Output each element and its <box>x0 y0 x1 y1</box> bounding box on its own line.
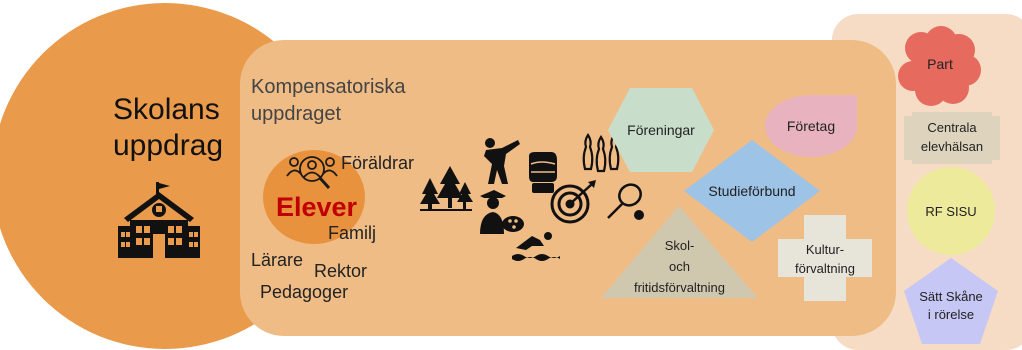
parents-label: Föräldrar <box>341 153 415 173</box>
people-search-icon <box>286 156 338 190</box>
student-health-label: Centrala elevhälsan <box>920 120 984 154</box>
boxing-glove-icon <box>529 152 557 193</box>
companies-label: Företag <box>786 118 836 134</box>
family-label: Familj <box>328 223 376 243</box>
principal-label: Rektor <box>314 261 368 281</box>
school-leisure-triangle <box>601 206 758 298</box>
teachers-label: Lärare <box>251 250 304 270</box>
students-circle <box>263 150 365 244</box>
school-leisure-label: Skol- och fritidsförvaltning <box>633 238 726 295</box>
study-associations-label: Studieförbund <box>708 183 796 199</box>
part-label: Part <box>927 56 953 72</box>
satt-skane-label: Sätt Skåne i rörelse <box>919 289 983 322</box>
associations-label: Föreningar <box>627 122 695 138</box>
rf-sisu-circle <box>907 167 995 255</box>
swimmer-icon <box>512 232 560 261</box>
school-building-icon <box>118 182 200 258</box>
associations-hexagon <box>608 88 714 172</box>
compensatory-title: Kompensatoriska uppdraget <box>251 76 406 125</box>
target-icon <box>550 180 596 224</box>
culture-label: Kultur- förvaltning <box>795 242 855 276</box>
culture-cross <box>778 215 872 301</box>
student-health-scroll <box>904 112 1000 164</box>
part-cloud <box>898 26 981 106</box>
educators-label: Pedagoger <box>260 282 349 302</box>
school-mission-title: Skolans uppdrag <box>113 93 224 162</box>
karate-icon <box>484 138 520 184</box>
satt-skane-pentagon <box>904 258 998 344</box>
rf-sisu-label: RF SISU <box>925 203 977 219</box>
students-label: Elever <box>276 192 358 222</box>
artist-palette-icon <box>480 190 524 234</box>
tennis-icon <box>607 183 644 220</box>
companies-teardrop <box>765 95 857 157</box>
forest-icon <box>420 166 473 211</box>
study-associations-diamond <box>684 140 820 242</box>
